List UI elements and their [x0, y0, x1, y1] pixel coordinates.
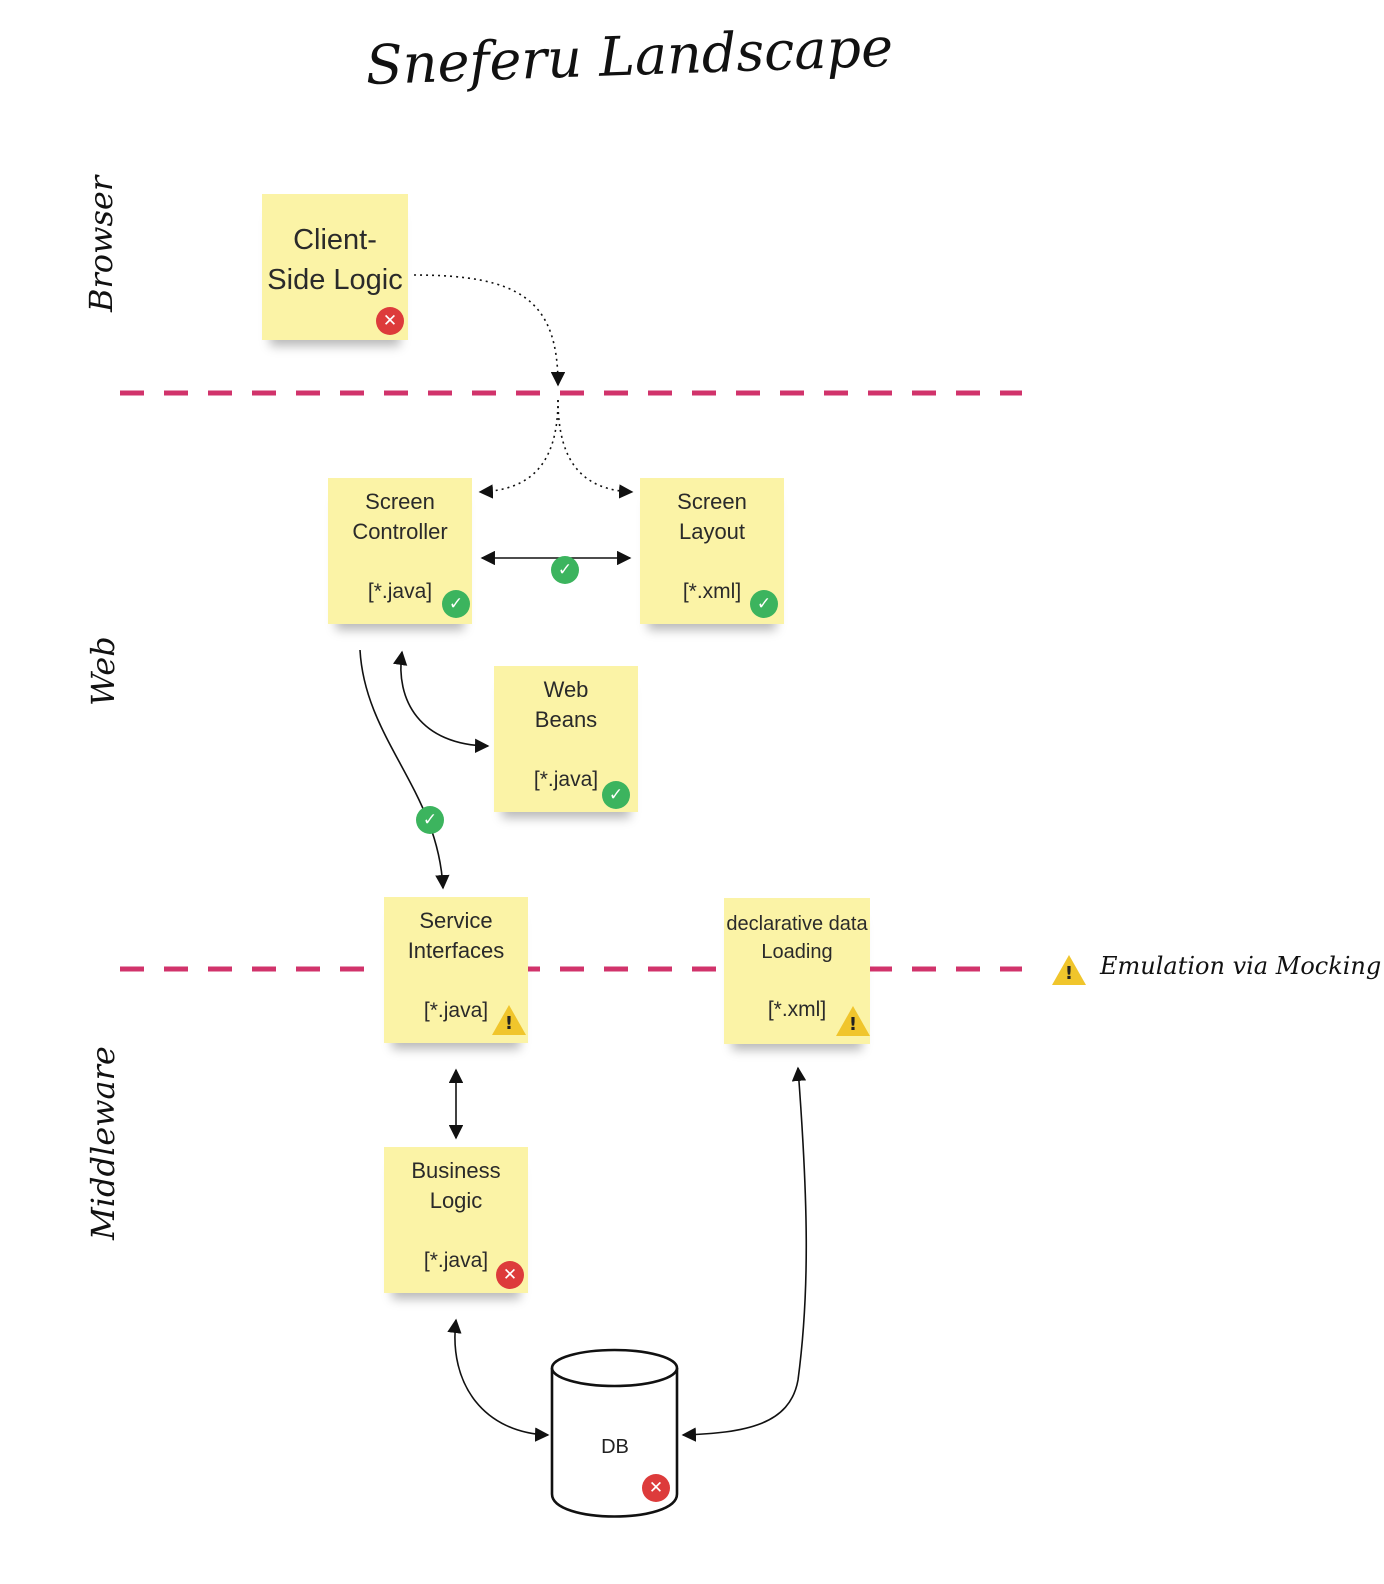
check-icon: ✓ [442, 590, 470, 618]
error-icon: ✕ [496, 1261, 524, 1289]
note-title-line1: declarative data [726, 913, 868, 935]
note-file-type: [*.java] [533, 768, 599, 791]
note-title-line2: Beans [534, 707, 598, 732]
note-business-logic[interactable]: Business Logic [*.java] ✕ [384, 1147, 528, 1293]
legend-emulation-label: Emulation via Mocking [1100, 952, 1382, 980]
note-file-type: [*.xml] [682, 580, 742, 603]
note-title-line2: Layout [678, 519, 746, 544]
connector-loading-db [681, 1066, 808, 1442]
connector-controller-service [359, 649, 450, 890]
note-declarative-data-loading[interactable]: declarative data Loading [*.xml] ! [724, 898, 870, 1044]
note-title-line2: Side Logic [267, 264, 403, 296]
connector-controller-webbeans [393, 650, 490, 754]
note-file-type: [*.java] [423, 1249, 489, 1272]
note-screen-controller[interactable]: Screen Controller [*.java] ✓ [328, 478, 472, 624]
layer-label-browser: Browser [82, 175, 120, 312]
database-label: DB [601, 1436, 629, 1458]
connector-to-screen-layout [557, 399, 634, 499]
note-client-side-logic[interactable]: Client- Side Logic ✕ [262, 194, 408, 340]
note-title-line2: Loading [761, 941, 833, 963]
note-file-type: [*.java] [423, 999, 489, 1022]
note-web-beans[interactable]: Web Beans [*.java] ✓ [494, 666, 638, 812]
page-title: Sneferu Landscape [364, 15, 894, 97]
connector-business-db [447, 1318, 550, 1442]
note-screen-layout[interactable]: Screen Layout [*.xml] ✓ [640, 478, 784, 624]
note-service-interfaces[interactable]: Service Interfaces [*.java] ! [384, 897, 528, 1043]
note-title-line2: Logic [429, 1188, 483, 1213]
note-title-line1: Client- [293, 224, 377, 256]
check-icon: ✓ [602, 781, 630, 809]
note-title-line2: Controller [352, 519, 448, 544]
connector-client-to-layer [413, 274, 566, 387]
warning-icon: ! [492, 1005, 526, 1035]
warning-icon: ! [836, 1006, 870, 1036]
error-icon: ✕ [642, 1474, 670, 1502]
check-icon: ✓ [750, 590, 778, 618]
note-title-line1: Screen [677, 489, 747, 514]
layer-label-middleware: Middleware [84, 1046, 122, 1240]
layer-label-web: Web [84, 636, 122, 706]
warning-icon: ! [1052, 955, 1086, 985]
note-title-line1: Business [411, 1158, 501, 1183]
check-icon: ✓ [551, 556, 579, 584]
note-title-line1: Screen [365, 489, 435, 514]
connector-to-screen-controller [478, 399, 559, 499]
note-title-line2: Interfaces [407, 938, 505, 963]
note-title-line1: Web [543, 677, 589, 702]
note-file-type: [*.xml] [767, 998, 827, 1021]
check-icon: ✓ [416, 806, 444, 834]
note-title-line1: Service [419, 908, 493, 933]
error-icon: ✕ [376, 307, 404, 335]
note-file-type: [*.java] [367, 580, 433, 603]
